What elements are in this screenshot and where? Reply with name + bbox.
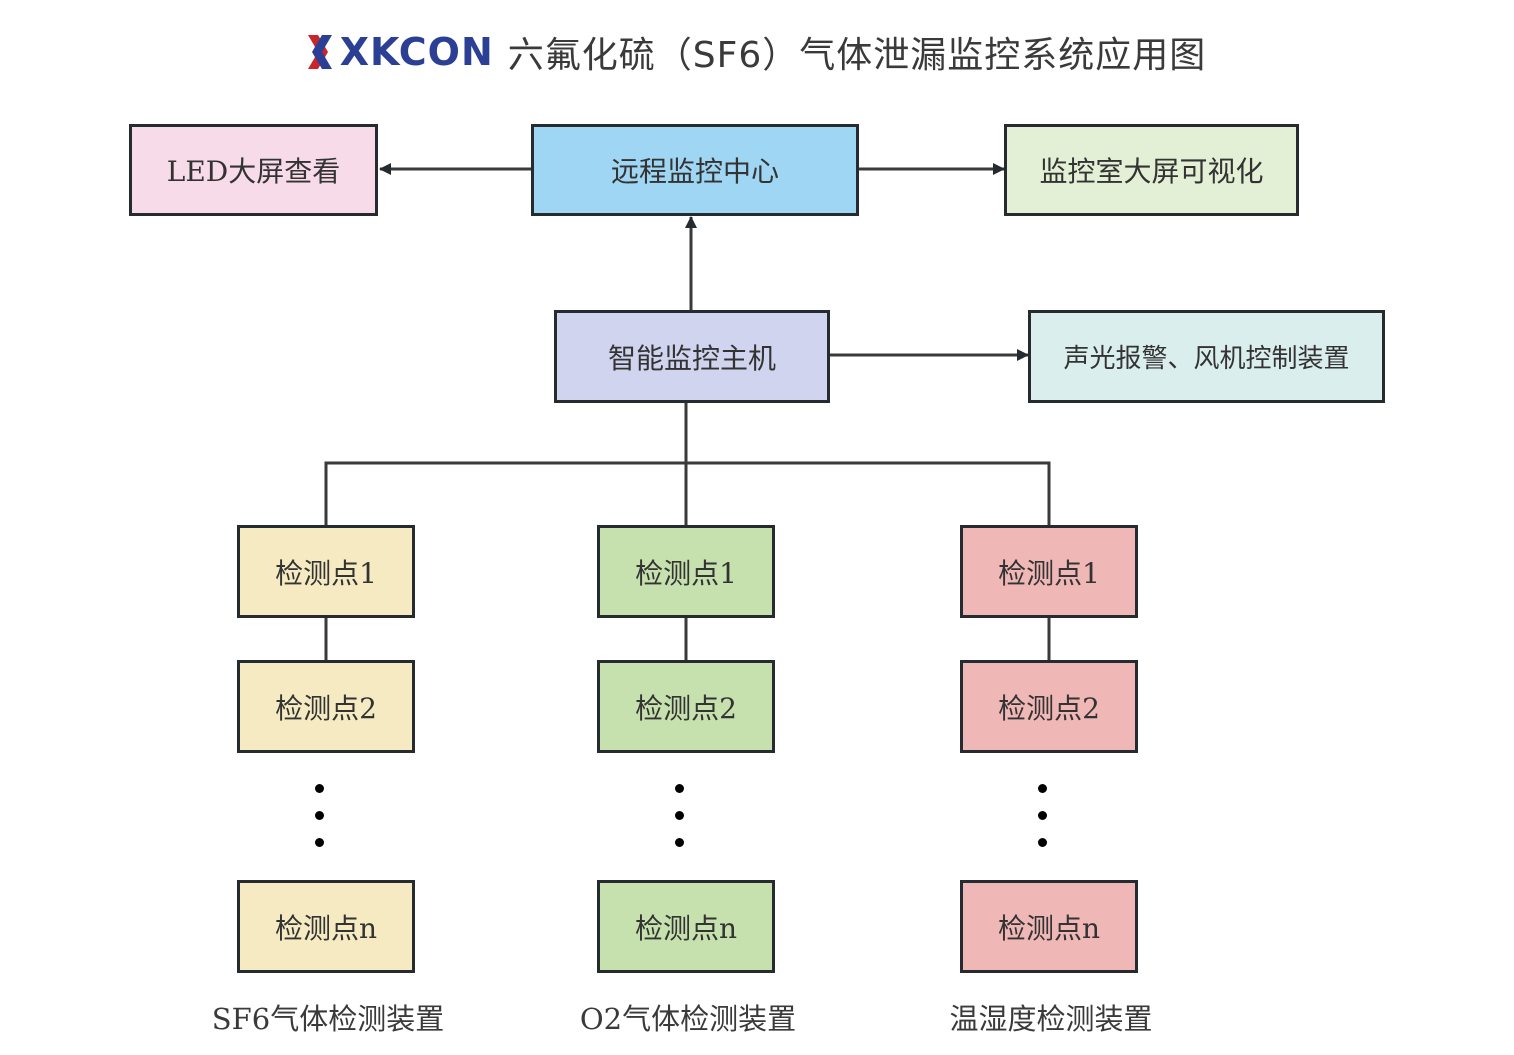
- brand-name: XKCON: [339, 30, 494, 74]
- detection-point-label: 检测点n: [634, 911, 738, 945]
- ellipsis-dot: [315, 838, 324, 847]
- detection-point-label: 检测点n: [274, 911, 378, 945]
- detection-point-label: 检测点2: [275, 691, 377, 725]
- ellipsis-dot: [675, 784, 684, 793]
- brand-logo: XKCON: [307, 30, 494, 74]
- ellipsis-dot: [1038, 811, 1047, 820]
- group-caption-sf6: SF6气体检测装置: [211, 1002, 445, 1036]
- detection-point-label: 检测点1: [275, 556, 377, 590]
- detection-point-label: 检测点2: [635, 691, 737, 725]
- title-bar: XKCON 六氟化硫（SF6）气体泄漏监控系统应用图: [0, 24, 1514, 80]
- node-led-display-label: LED大屏查看: [166, 155, 341, 188]
- node-monitoring-host-label: 智能监控主机: [607, 341, 776, 375]
- node-control-room-display[interactable]: 监控室大屏可视化: [1004, 124, 1299, 216]
- node-monitoring-host[interactable]: 智能监控主机: [554, 310, 830, 403]
- node-alarm-fan-control-label: 声光报警、风机控制装置: [1063, 344, 1350, 374]
- detection-point-temp-humidity-2[interactable]: 检测点2: [960, 660, 1138, 753]
- ellipsis-dot: [315, 811, 324, 820]
- detection-point-o2-1[interactable]: 检测点1: [597, 525, 775, 618]
- page-title: 六氟化硫（SF6）气体泄漏监控系统应用图: [507, 35, 1207, 76]
- node-control-room-display-label: 监控室大屏可视化: [1039, 155, 1264, 188]
- group-caption-temp-humidity: 温湿度检测装置: [949, 1002, 1153, 1036]
- detection-point-sf6-1[interactable]: 检测点1: [237, 525, 415, 618]
- ellipsis-dot: [1038, 838, 1047, 847]
- bus-line: [324, 461, 1051, 526]
- detection-point-label: 检测点1: [635, 556, 737, 590]
- detection-point-temp-humidity-3[interactable]: 检测点n: [960, 880, 1138, 973]
- brand-logo-icon: [307, 35, 338, 69]
- node-remote-monitoring-center-label: 远程监控中心: [610, 155, 779, 188]
- detection-point-o2-3[interactable]: 检测点n: [597, 880, 775, 973]
- ellipsis-dot: [315, 784, 324, 793]
- group-caption-o2: O2气体检测装置: [579, 1002, 797, 1036]
- detection-point-label: 检测点1: [998, 556, 1100, 590]
- detection-point-temp-humidity-1[interactable]: 检测点1: [960, 525, 1138, 618]
- detection-point-label: 检测点2: [998, 691, 1100, 725]
- ellipsis-dot: [675, 838, 684, 847]
- detection-point-o2-2[interactable]: 检测点2: [597, 660, 775, 753]
- detection-point-label: 检测点n: [997, 911, 1101, 945]
- node-led-display[interactable]: LED大屏查看: [129, 124, 378, 216]
- ellipsis-dot: [675, 811, 684, 820]
- detection-point-sf6-3[interactable]: 检测点n: [237, 880, 415, 973]
- ellipsis-dot: [1038, 784, 1047, 793]
- node-alarm-fan-control[interactable]: 声光报警、风机控制装置: [1028, 310, 1385, 403]
- detection-point-sf6-2[interactable]: 检测点2: [237, 660, 415, 753]
- node-remote-monitoring-center[interactable]: 远程监控中心: [531, 124, 859, 216]
